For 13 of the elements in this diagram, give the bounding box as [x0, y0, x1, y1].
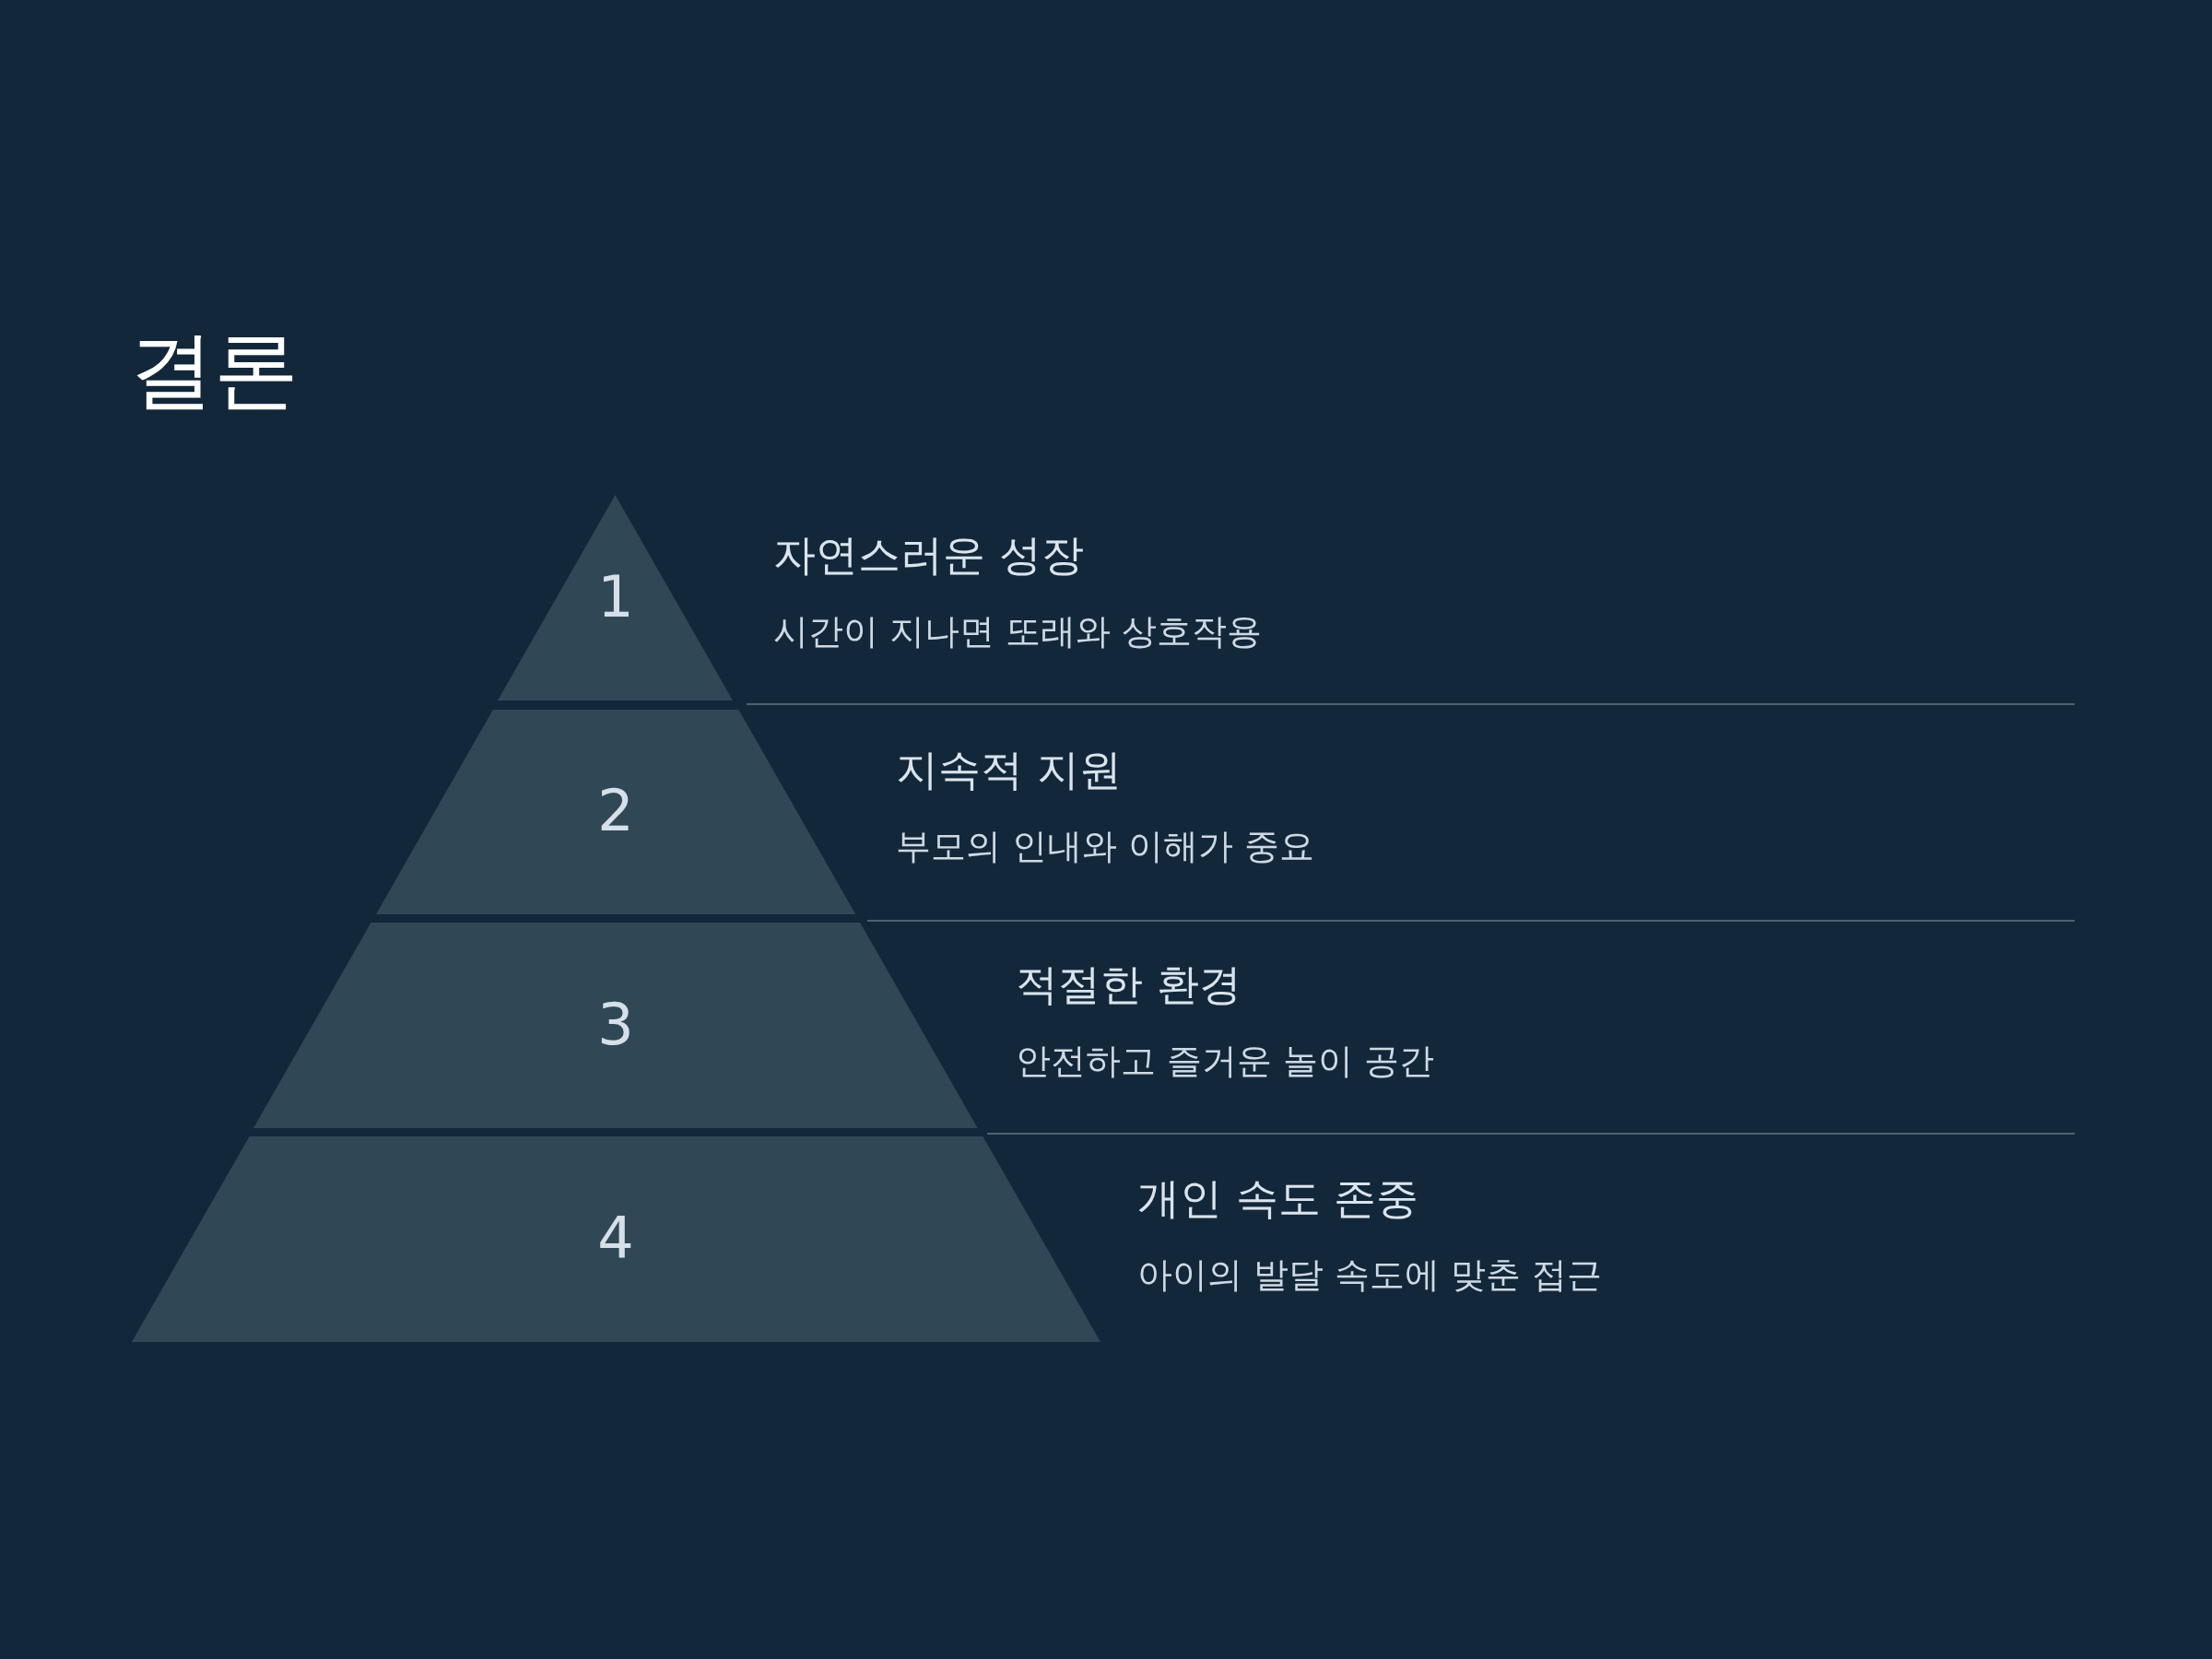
tier-heading: 자연스러운 성장	[773, 529, 1084, 582]
slide-title: 결론	[129, 320, 299, 421]
tier-description: 시간이 지나면 또래와 상호작용	[773, 610, 1263, 653]
tier-number: 2	[596, 777, 635, 844]
tier-heading: 적절한 환경	[1016, 959, 1241, 1011]
tier-number: 4	[596, 1204, 635, 1272]
tier-heading: 지속적 지원	[896, 744, 1122, 796]
tier-number: 1	[596, 562, 635, 630]
tier-description: 안전하고 즐거운 놀이 공간	[1016, 1040, 1435, 1083]
tier-number: 3	[596, 990, 635, 1058]
tier-description: 부모의 인내와 이해가 중요	[896, 825, 1315, 868]
tier-heading: 개인 속도 존중	[1137, 1172, 1419, 1225]
tier-description: 아이의 발달 속도에 맞춘 접근	[1137, 1253, 1603, 1297]
